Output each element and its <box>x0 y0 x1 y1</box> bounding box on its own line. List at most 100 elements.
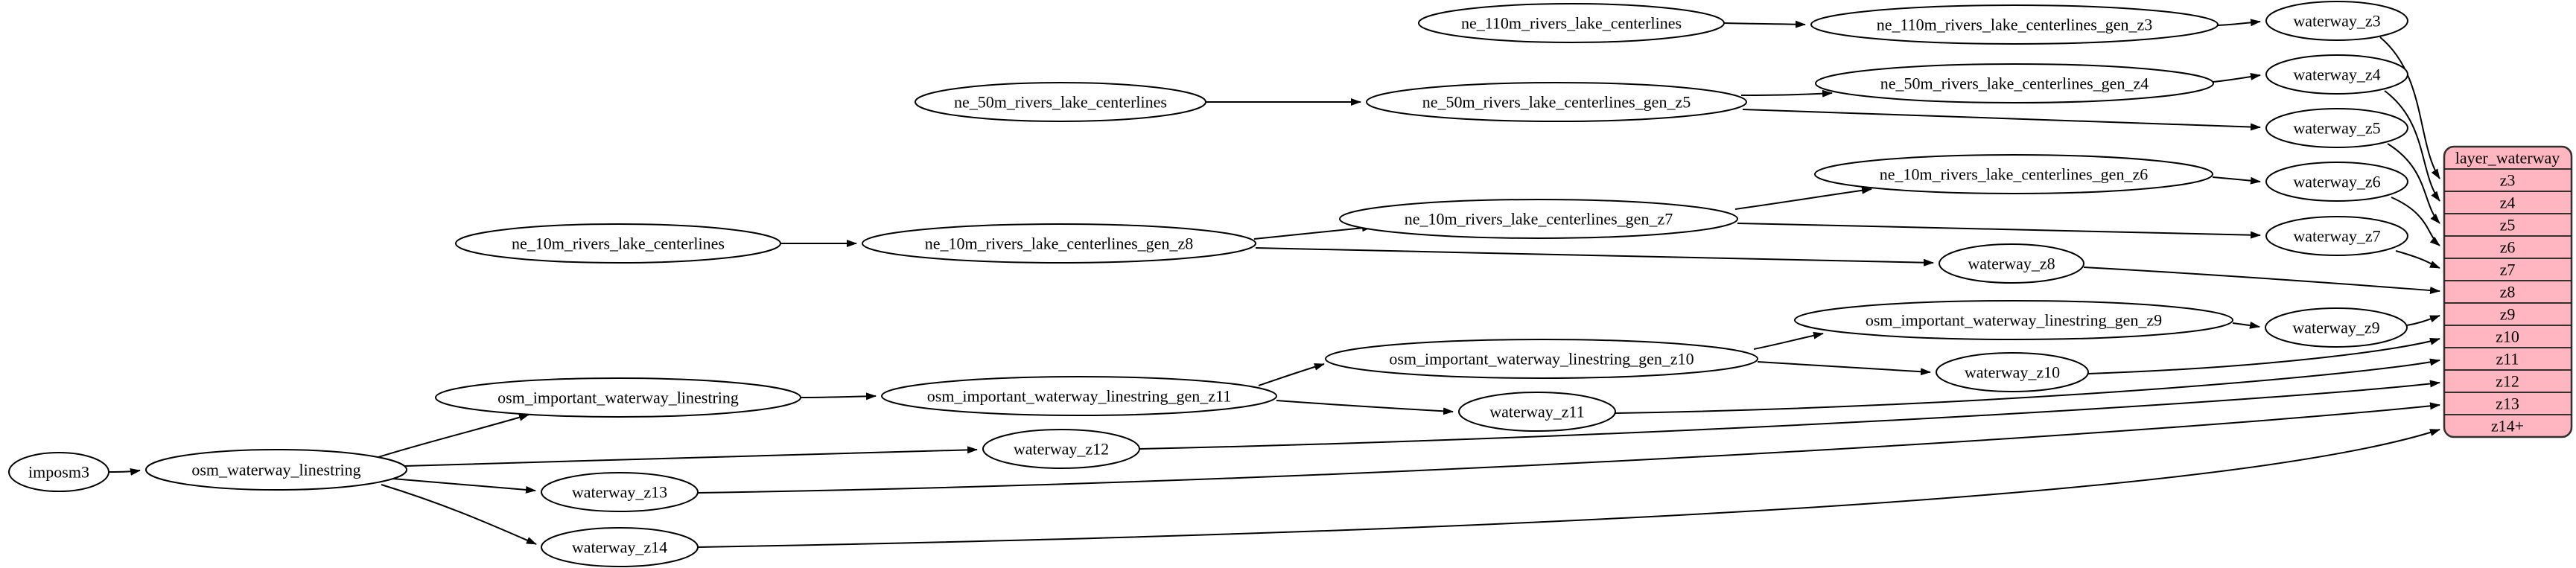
node-ne_10m_rivers_lake_centerlines_gen_z8: ne_10m_rivers_lake_centerlines_gen_z8 <box>862 223 1256 264</box>
edge-osm_important_waterway_linestring-to-gen_z11 <box>800 392 877 401</box>
edge-imposm3-to-osm_waterway_linestring <box>108 468 141 476</box>
svg-text:waterway_z11: waterway_z11 <box>1489 403 1584 421</box>
node-waterway_z12: waterway_z12 <box>982 429 1140 469</box>
row-z6: z6 <box>2500 238 2516 257</box>
svg-text:waterway_z10: waterway_z10 <box>1965 363 2060 382</box>
svg-text:waterway_z14: waterway_z14 <box>572 538 667 557</box>
row-z8: z8 <box>2500 283 2516 301</box>
edge-waterway_z10-to-row-z10 <box>2087 337 2440 374</box>
svg-text:ne_110m_rivers_lake_centerline: ne_110m_rivers_lake_centerlines <box>1461 14 1682 33</box>
node-waterway_z8: waterway_z8 <box>1939 243 2084 284</box>
edge-waterway_z11-to-row-z11 <box>1615 358 2440 414</box>
edge-waterway_z13-to-row-z13 <box>697 402 2440 494</box>
svg-text:waterway_z13: waterway_z13 <box>572 483 667 502</box>
edge-gen_z10-to-gen_z9 <box>1753 331 1824 350</box>
layer-waterway-title: layer_waterway <box>2455 149 2560 167</box>
node-imposm3: imposm3 <box>8 452 109 492</box>
edge-gen_z8-to-waterway_z8 <box>1255 247 1934 267</box>
svg-text:osm_waterway_linestring: osm_waterway_linestring <box>191 461 360 479</box>
row-z11: z11 <box>2496 350 2519 368</box>
row-z7: z7 <box>2500 261 2516 279</box>
svg-text:waterway_z9: waterway_z9 <box>2292 319 2379 337</box>
row-z12: z12 <box>2496 372 2519 391</box>
node-waterway_z9: waterway_z9 <box>2265 307 2408 348</box>
edge-waterway_z12-to-row-z12 <box>1139 380 2440 450</box>
svg-text:ne_50m_rivers_lake_centerlines: ne_50m_rivers_lake_centerlines_gen_z5 <box>1422 93 1691 112</box>
edge-gen_z10-to-waterway_z10 <box>1757 361 1931 376</box>
node-ne_50m_rivers_lake_centerlines_gen_z5: ne_50m_rivers_lake_centerlines_gen_z5 <box>1366 82 1747 122</box>
row-z3: z3 <box>2500 171 2516 190</box>
node-waterway_z7: waterway_z7 <box>2265 216 2408 256</box>
svg-text:ne_10m_rivers_lake_centerlines: ne_10m_rivers_lake_centerlines_gen_z7 <box>1405 210 1673 229</box>
row-z9: z9 <box>2500 305 2516 324</box>
node-ne_50m_rivers_lake_centerlines_gen_z4: ne_50m_rivers_lake_centerlines_gen_z4 <box>1815 63 2214 103</box>
node-waterway_z5: waterway_z5 <box>2265 108 2408 148</box>
edge-osm_waterway_linestring-to-waterway_z12 <box>404 446 978 467</box>
node-ne_110m_rivers_lake_centerlines: ne_110m_rivers_lake_centerlines <box>1418 3 1725 43</box>
row-z14plus: z14+ <box>2491 417 2524 435</box>
edge-waterway_z8-to-row-z8 <box>2083 267 2440 295</box>
node-ne_10m_rivers_lake_centerlines_gen_z7: ne_10m_rivers_lake_centerlines_gen_z7 <box>1339 199 1738 239</box>
edge-gen_z5-to-waterway_z5 <box>1742 109 2261 131</box>
node-osm_important_waterway_linestring_gen_z9: osm_important_waterway_linestring_gen_z9 <box>1794 300 2233 340</box>
node-osm_important_waterway_linestring_gen_z10: osm_important_waterway_linestring_gen_z1… <box>1325 339 1758 379</box>
edge-waterway_z7-to-row-z7 <box>2395 250 2440 269</box>
svg-text:waterway_z5: waterway_z5 <box>2293 119 2380 138</box>
row-z5: z5 <box>2500 216 2516 234</box>
edge-gen_z7-to-waterway_z7 <box>1737 223 2261 239</box>
node-osm_important_waterway_linestring_gen_z11: osm_important_waterway_linestring_gen_z1… <box>881 376 1277 416</box>
layer-waterway-box <box>2443 145 2573 438</box>
edge-ne_110m-to-gen_z3 <box>1723 20 1806 28</box>
row-z10: z10 <box>2496 328 2519 346</box>
node-waterway_z10: waterway_z10 <box>1936 352 2089 392</box>
svg-text:osm_important_waterway_linestr: osm_important_waterway_linestring_gen_z9 <box>1866 311 2162 330</box>
svg-text:waterway_z12: waterway_z12 <box>1014 440 1109 459</box>
edge-waterway_z9-to-row-z9 <box>2406 315 2440 326</box>
edge-gen_z8-to-gen_z7 <box>1253 224 1373 240</box>
node-osm_waterway_linestring: osm_waterway_linestring <box>145 449 407 491</box>
svg-text:osm_important_waterway_linestr: osm_important_waterway_linestring_gen_z1… <box>927 387 1232 406</box>
edge-waterway_z14-to-row-z14 <box>697 429 2440 548</box>
svg-text:waterway_z3: waterway_z3 <box>2293 12 2380 31</box>
node-ne_50m_rivers_lake_centerlines: ne_50m_rivers_lake_centerlines <box>915 82 1206 122</box>
node-osm_important_waterway_linestring: osm_important_waterway_linestring <box>435 377 801 418</box>
svg-text:waterway_z6: waterway_z6 <box>2293 173 2380 191</box>
svg-text:osm_important_waterway_linestr: osm_important_waterway_linestring <box>497 389 739 407</box>
svg-text:ne_10m_rivers_lake_centerlines: ne_10m_rivers_lake_centerlines <box>512 234 725 253</box>
node-waterway_z4: waterway_z4 <box>2265 54 2408 95</box>
edge-gen_z5-to-gen_z4 <box>1740 89 1833 98</box>
edge-waterway_z5-to-row-z5 <box>2387 143 2440 224</box>
row-z13: z13 <box>2496 395 2519 413</box>
svg-text:ne_50m_rivers_lake_centerlines: ne_50m_rivers_lake_centerlines <box>954 93 1167 112</box>
svg-text:ne_10m_rivers_lake_centerlines: ne_10m_rivers_lake_centerlines_gen_z6 <box>1880 165 2148 184</box>
edge-waterway_z3-to-row-z3 <box>2379 36 2440 179</box>
edge-waterway_z6-to-row-z6 <box>2391 197 2440 246</box>
edge-gen_z11-to-waterway_z11 <box>1276 400 1454 415</box>
svg-text:waterway_z8: waterway_z8 <box>1968 255 2055 273</box>
node-waterway_z13: waterway_z13 <box>541 472 699 512</box>
node-ne_110m_rivers_lake_centerlines_gen_z3: ne_110m_rivers_lake_centerlines_gen_z3 <box>1810 4 2219 45</box>
edge-osm_waterway_linestring-to-osm_important_waterway_linestring <box>375 413 529 459</box>
svg-text:ne_50m_rivers_lake_centerlines: ne_50m_rivers_lake_centerlines_gen_z4 <box>1880 74 2149 93</box>
edge-osm_waterway_linestring-to-waterway_z13 <box>392 478 536 494</box>
edge-gen_z11-to-gen_z10 <box>1258 363 1325 386</box>
svg-text:ne_10m_rivers_lake_centerlines: ne_10m_rivers_lake_centerlines_gen_z8 <box>925 234 1193 253</box>
node-waterway_z6: waterway_z6 <box>2265 162 2408 202</box>
edge-gen_z6-to-waterway_z6 <box>2212 176 2261 185</box>
node-waterway_z14: waterway_z14 <box>541 527 699 567</box>
node-ne_10m_rivers_lake_centerlines_gen_z6: ne_10m_rivers_lake_centerlines_gen_z6 <box>1814 154 2213 194</box>
node-layer_waterway: layer_waterway z3 z4 z5 z6 z7 z8 z9 z10 … <box>2443 145 2573 438</box>
svg-text:imposm3: imposm3 <box>28 463 89 482</box>
node-waterway_z11: waterway_z11 <box>1458 392 1616 432</box>
svg-text:osm_important_waterway_linestr: osm_important_waterway_linestring_gen_z1… <box>1389 350 1694 368</box>
edge-gen_z9-to-waterway_z9 <box>2232 321 2260 329</box>
svg-text:waterway_z7: waterway_z7 <box>2293 227 2380 246</box>
edge-gen_z3-to-waterway_z3 <box>2217 19 2261 27</box>
edge-waterway_z4-to-row-z4 <box>2384 90 2440 202</box>
edge-gen_z4-to-waterway_z4 <box>2213 72 2261 83</box>
row-z4: z4 <box>2500 194 2516 212</box>
node-waterway_z3: waterway_z3 <box>2265 1 2408 41</box>
edges <box>108 19 2440 548</box>
svg-text:waterway_z4: waterway_z4 <box>2293 66 2380 84</box>
